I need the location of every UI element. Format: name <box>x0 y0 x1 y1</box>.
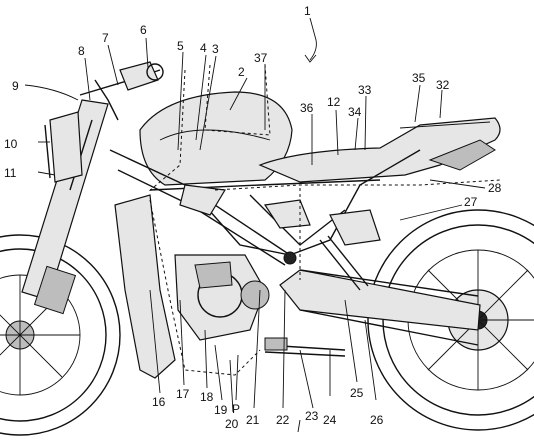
label-2: 2 <box>238 65 245 79</box>
label-8: 8 <box>78 44 85 58</box>
label-24: 24 <box>323 413 337 427</box>
label-1: 1 <box>304 4 311 18</box>
leader-lines <box>24 17 486 433</box>
label-18: 18 <box>200 390 214 404</box>
front-fork <box>21 99 109 315</box>
label-5: 5 <box>177 39 184 53</box>
label-21: 21 <box>246 413 260 427</box>
reference-numerals: 1 2 3 4 5 6 7 8 9 10 11 12 16 17 18 19 2… <box>4 4 502 431</box>
label-4: 4 <box>200 41 207 55</box>
seat <box>258 117 501 183</box>
label-3: 3 <box>212 42 219 56</box>
label-33: 33 <box>358 83 372 97</box>
label-10: 10 <box>4 137 18 151</box>
label-19: 19 <box>214 403 228 417</box>
label-32: 32 <box>436 78 450 92</box>
label-37: 37 <box>254 51 268 65</box>
label-7: 7 <box>102 31 109 45</box>
battery-case <box>114 194 261 379</box>
headlight <box>44 111 83 183</box>
label-35: 35 <box>412 71 426 85</box>
label-25: 25 <box>350 386 364 400</box>
label-27: 27 <box>464 195 478 209</box>
dashed-outline <box>147 64 501 280</box>
label-20: 20 <box>225 417 239 431</box>
label-17: 17 <box>176 387 190 401</box>
label-34: 34 <box>348 105 362 119</box>
side-stand <box>264 337 346 357</box>
fuel-tank <box>139 91 293 186</box>
label-26: 26 <box>370 413 384 427</box>
label-P: P <box>232 402 240 416</box>
main-frame <box>109 149 421 266</box>
label-22: 22 <box>276 413 290 427</box>
label-12: 12 <box>327 95 341 109</box>
label-36: 36 <box>300 101 314 115</box>
label-11: 11 <box>4 166 17 180</box>
front-wheel <box>0 234 121 436</box>
rear-shock <box>319 235 369 291</box>
label-23: 23 <box>305 409 319 423</box>
motor-unit <box>174 251 297 341</box>
swing-arm <box>279 269 481 346</box>
handlebar <box>79 61 164 121</box>
label-6: 6 <box>140 23 147 37</box>
label-16: 16 <box>152 395 166 409</box>
label-28: 28 <box>488 181 502 195</box>
label-9: 9 <box>12 79 19 93</box>
